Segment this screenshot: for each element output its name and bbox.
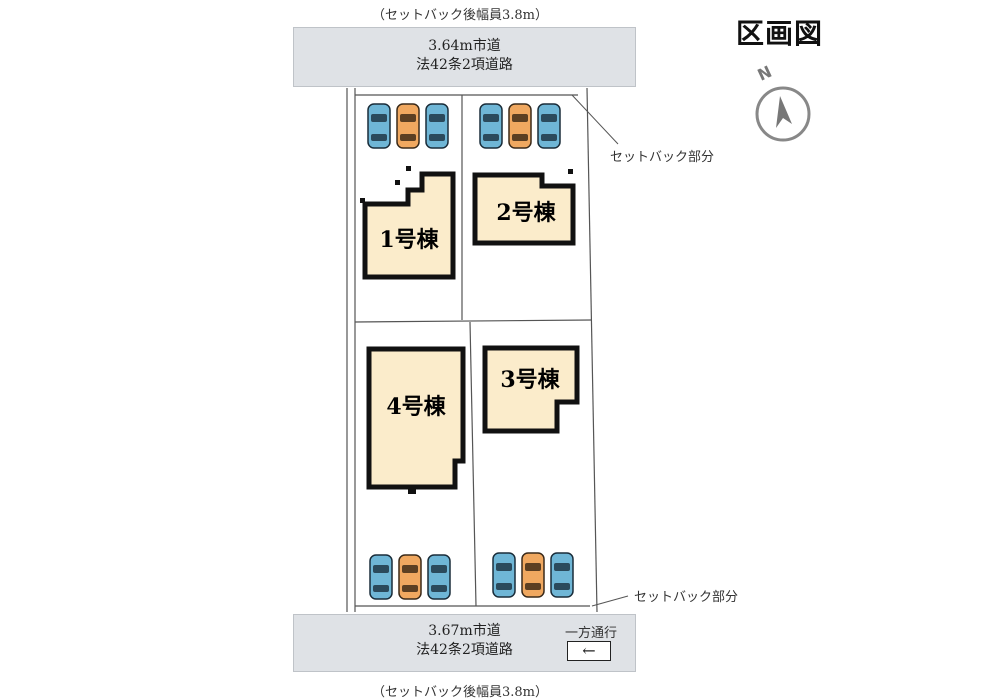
- top-road-setback-width: （セットバック後幅員3.8m）: [372, 8, 549, 23]
- car-icon: [369, 554, 393, 600]
- building-2: [472, 172, 576, 246]
- top-road: [293, 27, 636, 87]
- car-icon: [492, 552, 516, 598]
- car-icon: [398, 554, 422, 600]
- bottom-road-line1: 3.67m市道: [428, 623, 501, 639]
- one-way-arrow-icon: ←: [567, 641, 611, 661]
- compass-icon: N: [755, 62, 811, 142]
- setback-bottom-leader: [591, 595, 629, 607]
- map-title: 区画図: [736, 17, 824, 50]
- building-2-label: 2号棟: [496, 200, 556, 226]
- car-icon: [537, 103, 561, 149]
- setback-top-label: セットバック部分: [610, 150, 715, 165]
- car-icon: [550, 552, 574, 598]
- car-icon: [479, 103, 503, 149]
- car-icon: [427, 554, 451, 600]
- setback-top-leader: [571, 94, 619, 145]
- top-road-line2: 法42条2項道路: [416, 57, 513, 73]
- top-road-line1: 3.64m市道: [428, 38, 501, 54]
- car-icon: [396, 103, 420, 149]
- building-3: [482, 345, 580, 434]
- building-3-label: 3号棟: [500, 367, 560, 393]
- setback-bottom-label: セットバック部分: [634, 590, 739, 605]
- car-icon: [367, 103, 391, 149]
- car-icon: [521, 552, 545, 598]
- building-1-label: 1号棟: [379, 227, 439, 253]
- car-icon: [425, 103, 449, 149]
- car-icon: [508, 103, 532, 149]
- building-4-label: 4号棟: [386, 394, 446, 420]
- building-4: [366, 346, 466, 490]
- site-boundary: [346, 87, 598, 613]
- building-1: [362, 171, 456, 280]
- bottom-road-setback-width: （セットバック後幅員3.8m）: [372, 685, 549, 700]
- bottom-road-line2: 法42条2項道路: [416, 642, 513, 658]
- one-way-label: 一方通行: [565, 626, 618, 641]
